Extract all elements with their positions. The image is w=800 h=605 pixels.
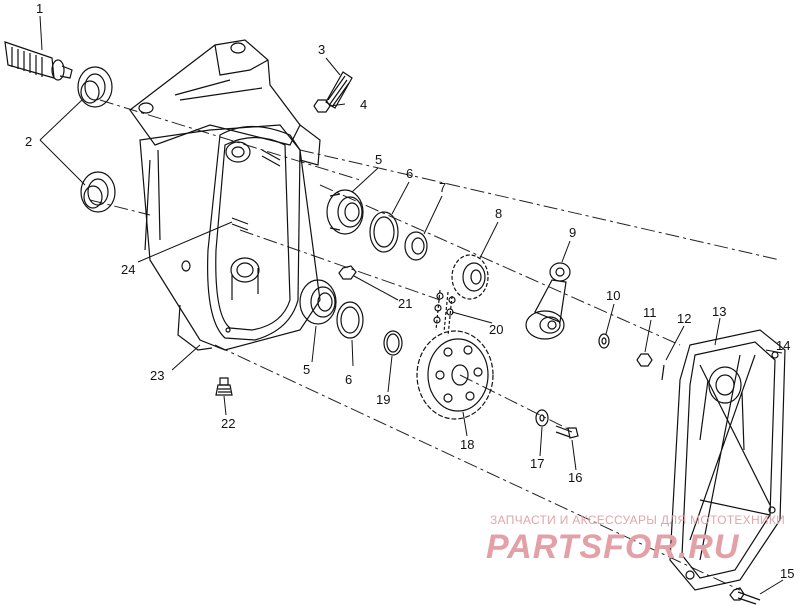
assembly-axes xyxy=(89,99,781,591)
seal-lower-part xyxy=(80,171,116,213)
callout-3: 3 xyxy=(318,42,325,57)
callout-5: 5 xyxy=(375,152,382,167)
callout-24: 24 xyxy=(121,262,135,277)
callout-7: 7 xyxy=(439,180,446,195)
upper-sprocket-part xyxy=(451,254,489,300)
callout-21: 21 xyxy=(398,296,412,311)
bearing-upper-part xyxy=(326,189,364,235)
o-ring-lower-part xyxy=(383,330,403,356)
lock-nut-part xyxy=(636,353,653,367)
spacer-ring-part xyxy=(404,231,428,261)
callout-19: 19 xyxy=(376,392,390,407)
callout-18: 18 xyxy=(460,437,474,452)
chaincase-cover-part xyxy=(669,329,786,591)
callout-2: 2 xyxy=(25,134,32,149)
small-nut-part xyxy=(338,265,357,280)
watermark: ЗАПЧАСТИ И АКСЕССУАРЫ ДЛЯ МОТОТЕХНИКИ PA… xyxy=(486,513,785,566)
bearing-lower-part xyxy=(299,279,337,325)
callout-14: 14 xyxy=(776,338,790,353)
callout-23: 23 xyxy=(150,368,164,383)
callout-13: 13 xyxy=(712,304,726,319)
seal-upper-part xyxy=(77,66,113,108)
callout-6: 6 xyxy=(406,166,413,181)
watermark-tagline: ЗАПЧАСТИ И АКСЕССУАРЫ ДЛЯ МОТОТЕХНИКИ xyxy=(490,513,785,527)
callout-8: 8 xyxy=(495,206,502,221)
callout-9: 9 xyxy=(569,225,576,240)
callout-6-lower: 6 xyxy=(345,372,352,387)
callout-22: 22 xyxy=(221,416,235,431)
callout-12: 12 xyxy=(677,311,691,326)
o-ring-upper-part xyxy=(369,211,399,253)
callout-15: 15 xyxy=(780,566,794,581)
chaincase-housing xyxy=(129,39,321,351)
drive-chain-part xyxy=(433,289,456,337)
sprocket-bolt-part xyxy=(555,425,579,439)
washer-part xyxy=(598,333,610,349)
drive-shaft-part xyxy=(4,41,73,81)
tensioner-arm-part xyxy=(525,262,571,340)
callout-5-lower: 5 xyxy=(303,362,310,377)
callout-11: 11 xyxy=(643,305,657,320)
drain-plug-part xyxy=(215,377,233,396)
watermark-brand: PARTSFOR.RU xyxy=(486,528,740,566)
bolt-part xyxy=(325,71,353,109)
callout-labels: 1 2 3 4 5 6 7 8 9 10 11 12 13 14 15 16 1… xyxy=(25,1,794,581)
callout-20: 20 xyxy=(489,322,503,337)
callout-16: 16 xyxy=(568,470,582,485)
nut-part xyxy=(313,99,331,113)
callout-4: 4 xyxy=(360,97,367,112)
lower-sprocket-part xyxy=(416,330,494,420)
o-ring-lower-large-part xyxy=(336,301,364,339)
callout-10: 10 xyxy=(606,288,620,303)
cotter-pin-part xyxy=(661,364,665,381)
callout-1: 1 xyxy=(36,1,43,16)
cover-bolt-part xyxy=(729,587,761,605)
sprocket-washer-part xyxy=(535,409,549,427)
leader-lines xyxy=(39,15,784,595)
callout-17: 17 xyxy=(530,456,544,471)
